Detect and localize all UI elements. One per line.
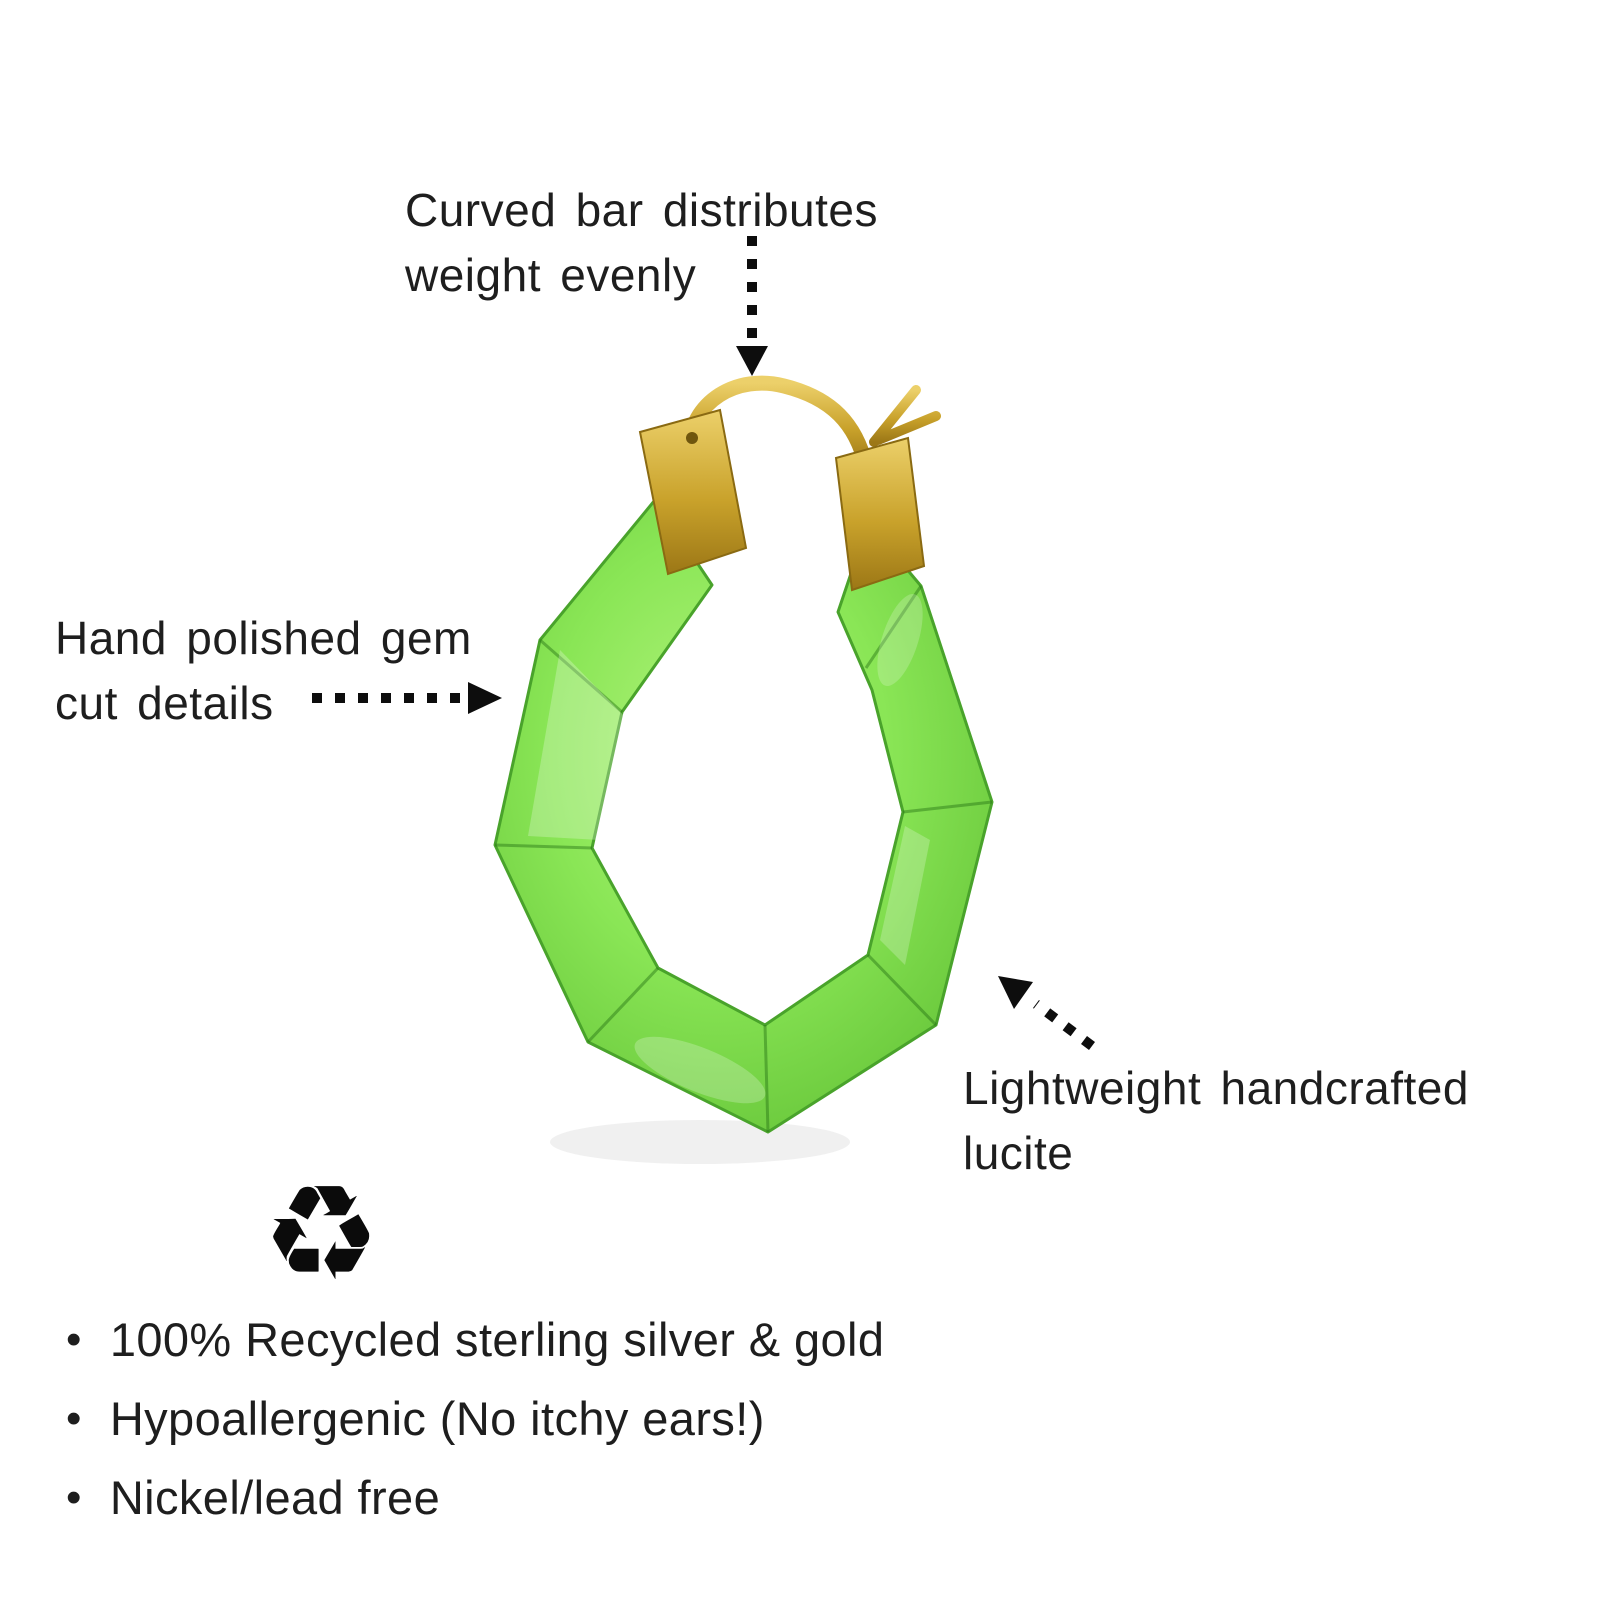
callout-curved-bar: Curved bar distributes weight evenly: [405, 178, 878, 309]
gold-clasp-wire: [680, 375, 874, 474]
gold-catch-icon: [869, 385, 941, 447]
list-item: • Hypoallergenic (No itchy ears!): [66, 1391, 884, 1446]
gold-cap-left: [638, 408, 748, 576]
arrow-lucite: [1033, 1000, 1095, 1050]
callout-curved-bar-line2: weight evenly: [405, 249, 697, 302]
feature-text-nickel-free: Nickel/lead free: [109, 1471, 441, 1524]
bullet-icon: •: [66, 1315, 82, 1364]
feature-text-recycled: 100% Recycled sterling silver & gold: [109, 1313, 885, 1366]
callout-hand-polished-line2: cut details: [55, 677, 274, 730]
earring-shadow: [550, 1120, 850, 1164]
callout-curved-bar-line1: Curved bar distributes: [405, 184, 878, 236]
callout-hand-polished: Hand polished gem cut details: [55, 606, 472, 737]
list-item: • Nickel/lead free: [66, 1470, 884, 1525]
callout-arrows: [312, 236, 1095, 1050]
hinge-hole: [686, 432, 698, 444]
recycle-icon: ♻: [262, 1157, 381, 1311]
callout-lucite: Lightweight handcrafted lucite: [963, 1056, 1469, 1187]
callout-hand-polished-line1: Hand polished gem: [55, 612, 472, 664]
feature-list: • 100% Recycled sterling silver & gold •…: [66, 1312, 884, 1549]
callout-lucite-line2: lucite: [963, 1127, 1074, 1180]
facet-lines: [494, 585, 993, 1133]
hoop-highlights: [528, 594, 930, 1104]
bullet-icon: •: [66, 1473, 82, 1522]
callout-lucite-line1: Lightweight handcrafted: [963, 1062, 1469, 1114]
lucite-hoop: [493, 498, 994, 1134]
gold-cap-right: [834, 436, 926, 592]
list-item: • 100% Recycled sterling silver & gold: [66, 1312, 884, 1367]
feature-text-hypoallergenic: Hypoallergenic (No itchy ears!): [109, 1392, 765, 1445]
bullet-icon: •: [66, 1394, 82, 1443]
